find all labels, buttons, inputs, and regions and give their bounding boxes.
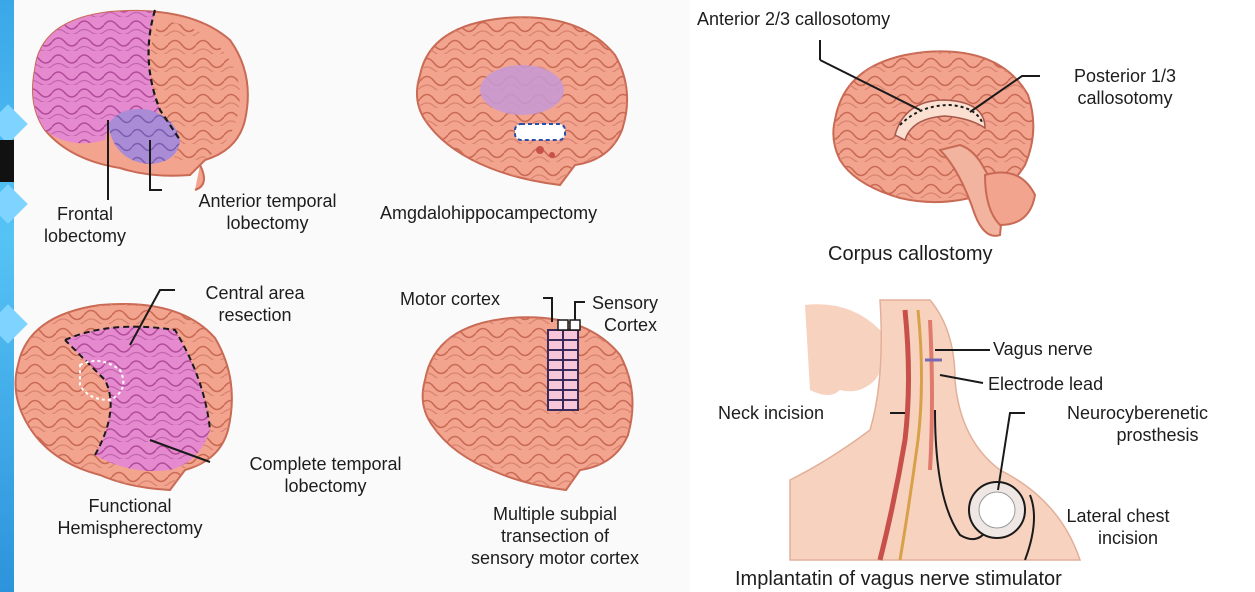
brain-amygdalohippocampectomy — [417, 17, 627, 185]
label-vagus-nerve: Vagus nerve — [993, 338, 1093, 360]
label-lateral-chest-incision: Lateral chest incision — [1028, 505, 1208, 549]
label-line: sensory motor cortex — [430, 547, 680, 569]
label-line: lobectomy — [165, 212, 370, 234]
label-line: transection of — [430, 525, 680, 547]
label-central-area-resection: Central area resection — [175, 282, 335, 326]
brain-corpus-callosotomy — [820, 40, 1040, 236]
label-line: Cortex — [592, 314, 658, 336]
label-line: Anterior temporal — [165, 190, 370, 212]
label-line: lobectomy — [213, 475, 438, 497]
label-posterior-callosotomy: Posterior 1/3 callosotomy — [1040, 65, 1210, 109]
label-electrode-lead: Electrode lead — [988, 373, 1103, 395]
label-line: prosthesis — [1025, 424, 1250, 446]
label-corpus-callostomy: Corpus callostomy — [828, 243, 993, 265]
label-line: lobectomy — [30, 225, 140, 247]
label-motor-cortex: Motor cortex — [400, 288, 500, 310]
label-amygdalohippocampectomy: Amgdalohippocampectomy — [380, 202, 597, 224]
label-line: resection — [175, 304, 335, 326]
label-line: Central area — [175, 282, 335, 304]
label-line: Neurocyberenetic — [1025, 402, 1250, 424]
label-functional-hemispherectomy: Functional Hemispherectomy — [30, 495, 230, 539]
label-line: Functional — [30, 495, 230, 517]
label-line: callosotomy — [1040, 87, 1210, 109]
label-complete-temporal-lobectomy: Complete temporal lobectomy — [213, 453, 438, 497]
label-vagus-stimulator: Implantatin of vagus nerve stimulator — [735, 568, 1062, 590]
label-multiple-subpial-transection: Multiple subpial transection of sensory … — [430, 503, 680, 569]
label-line: Multiple subpial — [430, 503, 680, 525]
label-line: Lateral chest — [1028, 505, 1208, 527]
label-line: Complete temporal — [213, 453, 438, 475]
label-sensory-cortex: Sensory Cortex — [592, 292, 658, 336]
brain-frontal-lobectomy — [33, 10, 248, 200]
label-neck-incision: Neck incision — [718, 402, 824, 424]
label-line: Hemispherectomy — [30, 517, 230, 539]
label-neurocyberenetic-prosthesis: Neurocyberenetic prosthesis — [1025, 402, 1250, 446]
label-line: incision — [1028, 527, 1208, 549]
label-frontal-lobectomy: Frontal lobectomy — [30, 203, 140, 247]
label-anterior-callosotomy: Anterior 2/3 callosotomy — [697, 8, 890, 30]
label-line: Frontal — [30, 203, 140, 225]
label-line: Sensory — [592, 292, 658, 314]
label-line: Posterior 1/3 — [1040, 65, 1210, 87]
label-anterior-temporal-lobectomy: Anterior temporal lobectomy — [165, 190, 370, 234]
